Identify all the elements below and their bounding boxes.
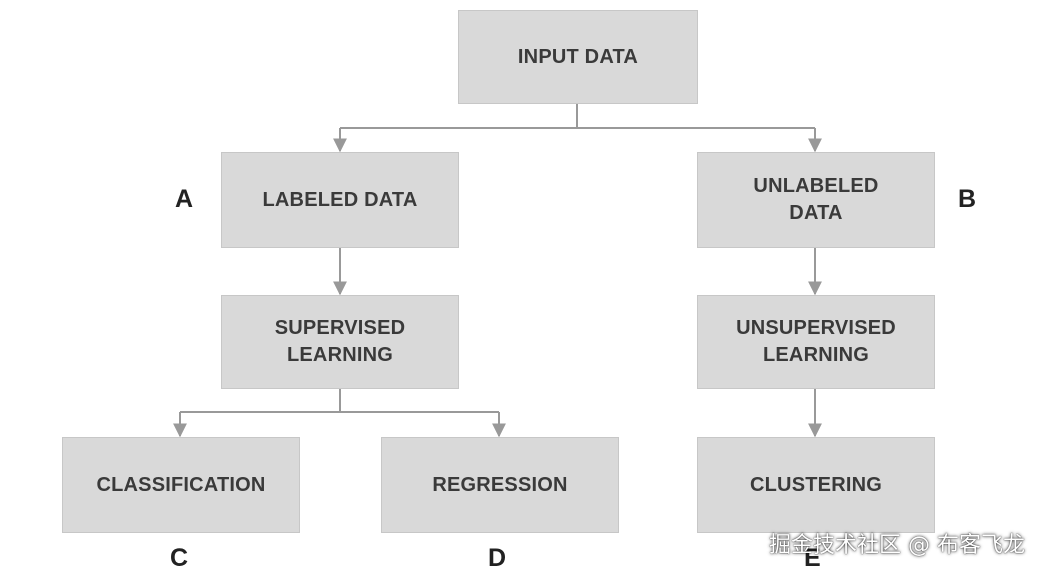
supervised-learning-box: SUPERVISED LEARNING xyxy=(221,295,459,389)
label-b: B xyxy=(958,185,977,213)
input-data-box: INPUT DATA xyxy=(458,10,698,104)
watermark: 掘金技术社区 @ 布客飞龙 xyxy=(769,533,1025,558)
unlabeled-data-box: UNLABELED DATA xyxy=(697,152,935,248)
label-d: D xyxy=(488,544,507,572)
regression-box: REGRESSION xyxy=(381,437,619,533)
clustering-box: CLUSTERING xyxy=(697,437,935,533)
label-a: A xyxy=(175,185,194,213)
classification-box: CLASSIFICATION xyxy=(62,437,300,533)
label-e: E xyxy=(804,544,821,572)
label-c: C xyxy=(170,544,189,572)
unsupervised-learning-box: UNSUPERVISED LEARNING xyxy=(697,295,935,389)
labeled-data-box: LABELED DATA xyxy=(221,152,459,248)
